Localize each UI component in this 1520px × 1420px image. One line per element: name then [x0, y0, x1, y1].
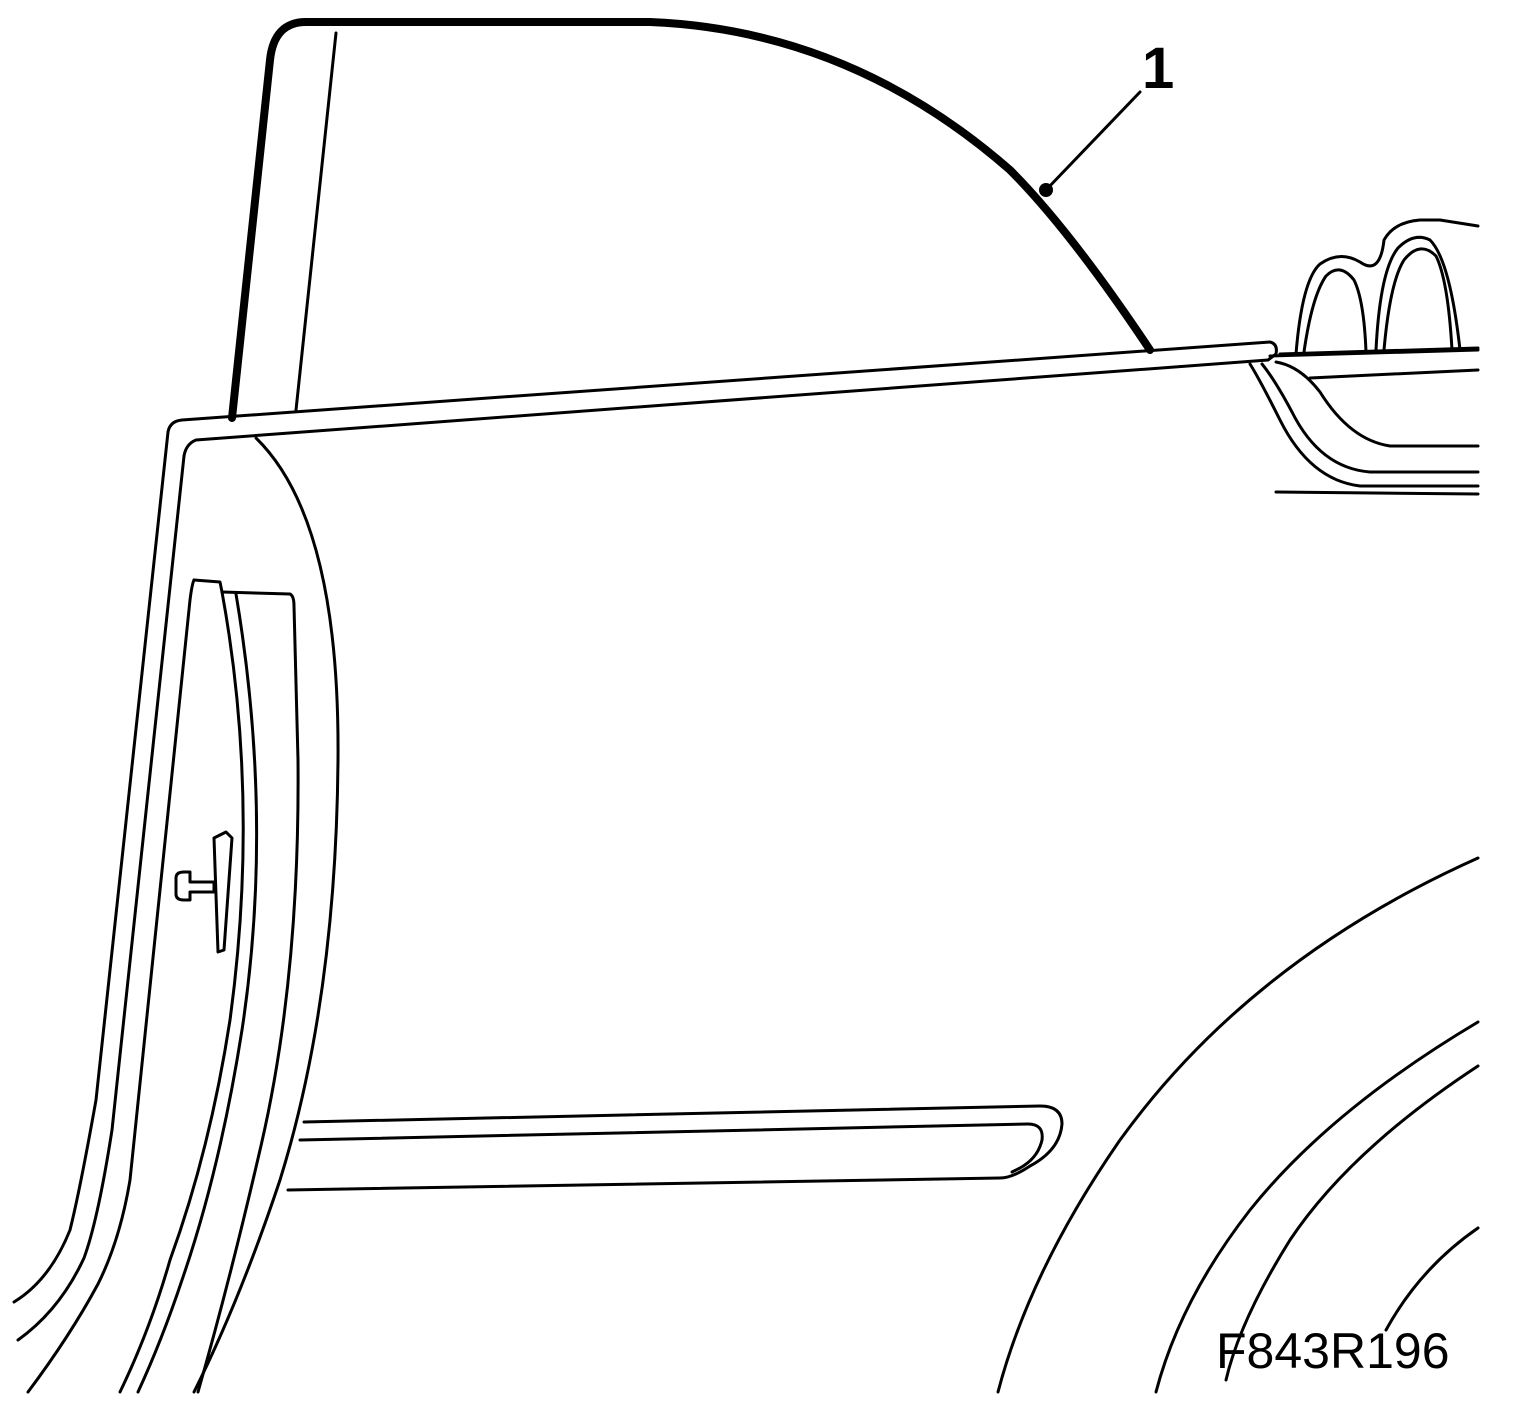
- roll-hoop-left-inner: [1302, 268, 1368, 354]
- rear-deck-lower: [1308, 368, 1480, 380]
- tire-curve: [1384, 1226, 1480, 1332]
- wheel-arch-middle: [1154, 1020, 1480, 1394]
- body-front-curve: [192, 436, 340, 1394]
- door-front-edge-inner: [16, 454, 186, 1342]
- window-glass-inner-edge: [294, 31, 338, 412]
- rear-deck-line: [1268, 348, 1480, 358]
- callout-1-label: 1: [1142, 36, 1175, 101]
- wheel-arch-inner: [1224, 1064, 1480, 1382]
- pillar-recess: [26, 578, 196, 1394]
- rear-deck-sweep-2: [1260, 362, 1480, 474]
- rear-deck-sweep-4: [1274, 490, 1480, 496]
- rear-deck-sweep-1: [1248, 362, 1480, 488]
- side-molding-inner: [298, 1122, 1044, 1174]
- door-front-edge-outer: [12, 430, 170, 1304]
- pillar-strip-cap: [196, 590, 300, 1394]
- door-belt-line: [166, 340, 1278, 458]
- door-check-pin: [174, 870, 216, 902]
- roll-hoop-right-inner: [1382, 247, 1454, 352]
- pillar-strip-outer: [118, 590, 245, 1394]
- window-seal: [228, 18, 1154, 422]
- callout-1-leader: [1044, 90, 1142, 192]
- side-molding: [286, 1104, 1064, 1192]
- figure-code: F843R196: [1216, 1323, 1450, 1379]
- callout-1-dot: [1039, 183, 1053, 197]
- pillar-strip-inner: [136, 592, 259, 1394]
- roll-hoop-base: [1278, 346, 1480, 356]
- roll-hoop-right-outer: [1374, 235, 1462, 352]
- wheel-arch-outer: [996, 856, 1480, 1394]
- pillar-recess-top: [192, 578, 224, 594]
- rear-deck-sweep-3: [1274, 360, 1480, 448]
- door-check-strap: [212, 830, 234, 954]
- roll-hoop-left-outer: [1294, 218, 1480, 356]
